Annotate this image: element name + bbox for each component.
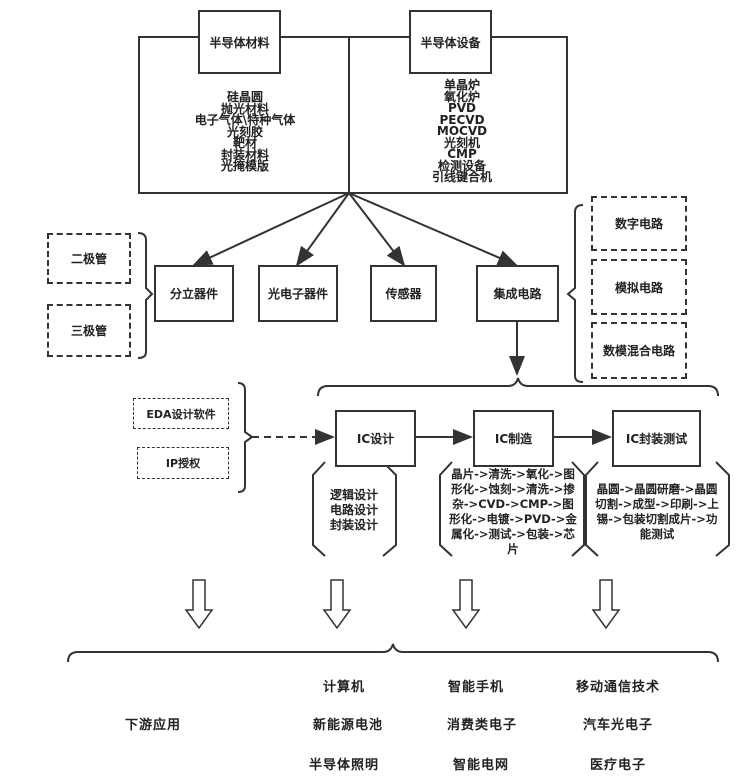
downstream-item: 新能源电池	[312, 718, 384, 733]
equipment-item: 单晶炉	[443, 78, 481, 92]
design-steps: 逻辑设计 电路设计 封装设计	[330, 488, 378, 533]
design-step: 封装设计	[329, 518, 379, 532]
category-discrete: 分立器件	[154, 265, 234, 322]
ip-box: IP授权	[137, 447, 229, 479]
material-item: 封装材料	[220, 147, 270, 162]
downstream-item: 消费类电子	[446, 718, 518, 733]
brace-downstream	[67, 643, 719, 663]
packaging-steps: 晶圆->晶圆研磨->晶圆切割->成型->印刷->上锡->包装切割成片->功能测试	[595, 482, 719, 541]
arrow-to-discrete	[192, 192, 350, 266]
down-arrow-icon	[322, 579, 352, 630]
transistor-box: 三极管	[47, 304, 131, 357]
upstream-frame	[138, 36, 568, 194]
category-optoelectronic: 光电子器件	[258, 265, 338, 322]
equipment-list: 单晶炉 氧化炉 PVD PECVD MOCVD 光刻机 CMP 检测设备 引线键…	[431, 78, 493, 184]
design-step: 逻辑设计	[329, 488, 379, 502]
brace-ic-chain	[317, 377, 719, 397]
material-item: 硅晶圆	[226, 90, 264, 104]
down-arrow-icon	[451, 579, 481, 630]
equipment-item: 光刻机	[443, 135, 481, 150]
equipment-item: 引线键合机	[431, 170, 493, 184]
downstream-item: 智能电网	[452, 758, 510, 773]
eda-box: EDA设计软件	[133, 398, 229, 429]
material-item: 光刻胶	[226, 124, 264, 139]
digital-circuit-box: 数字电路	[591, 196, 687, 251]
material-item: 靶材	[232, 136, 258, 150]
manufacturing-steps: 晶片->清洗->氧化->图形化->蚀刻->清洗->掺杂->CVD->CMP->图…	[449, 467, 577, 556]
diode-box: 二极管	[47, 233, 131, 284]
downstream-item: 计算机	[322, 680, 366, 695]
materials-list: 硅晶圆 抛光材料 电子气体\特种气体 光刻胶 靶材 封装材料 光掩模版	[194, 90, 296, 173]
material-item: 光掩模版	[220, 159, 270, 173]
bracket-tools	[237, 382, 254, 493]
equipment-item: PECVD	[439, 112, 485, 127]
equipment-item: 氧化炉	[443, 89, 481, 104]
ic-packaging-box: IC封装测试	[612, 410, 701, 467]
downstream-item: 移动通信技术	[575, 680, 661, 695]
equipment-item: CMP	[447, 147, 477, 161]
materials-box: 半导体材料	[198, 10, 281, 74]
design-step: 电路设计	[329, 503, 379, 517]
bracket-ic-types	[566, 204, 584, 383]
downstream-label: 下游应用	[124, 718, 182, 733]
equipment-box: 半导体设备	[409, 10, 492, 74]
analog-circuit-box: 模拟电路	[591, 259, 687, 315]
ic-design-box: IC设计	[335, 410, 416, 467]
downstream-item: 医疗电子	[589, 758, 647, 773]
downstream-item: 智能手机	[447, 680, 505, 695]
material-item: 抛光材料	[220, 101, 270, 116]
equipment-item: 检测设备	[437, 158, 487, 173]
bracket-discrete	[137, 232, 154, 359]
equipment-item: MOCVD	[436, 124, 488, 138]
category-sensor: 传感器	[370, 265, 437, 322]
downstream-item: 汽车光电子	[582, 718, 654, 733]
mixed-signal-box: 数模混合电路	[591, 322, 687, 379]
down-arrow-icon	[591, 579, 621, 630]
ic-manufacturing-box: IC制造	[473, 410, 554, 467]
category-ic: 集成电路	[476, 265, 559, 322]
equipment-item: PVD	[447, 101, 477, 115]
downstream-item: 半导体照明	[308, 758, 380, 773]
down-arrow-icon	[184, 579, 214, 630]
material-item: 电子气体\特种气体	[194, 113, 296, 127]
